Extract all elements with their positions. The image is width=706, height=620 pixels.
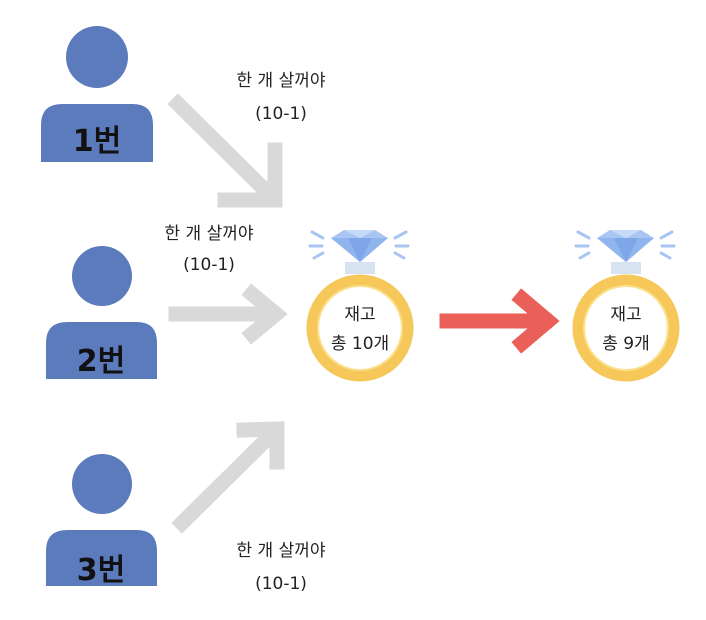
request-quantity: (10-1) [255, 104, 307, 124]
arrow-user3-to-stock [171, 421, 285, 534]
user-label: 1번 [73, 124, 121, 159]
request-text: 한 개 살꺼야 [236, 541, 325, 561]
ring-stock-before: 재고 총 10개 [306, 230, 414, 382]
request-note-1: 한 개 살꺼야 (10-1) [236, 71, 325, 124]
request-text: 한 개 살꺼야 [236, 71, 325, 91]
user-1: 1번 [41, 26, 153, 162]
request-note-2: 한 개 살꺼야 (10-1) [164, 224, 253, 275]
stock-label: 재고 [344, 305, 375, 325]
request-quantity: (10-1) [183, 255, 235, 275]
stock-count: 총 10개 [331, 334, 389, 354]
sparkle-icon [574, 230, 676, 260]
stock-count: 총 9개 [602, 334, 650, 354]
arrow-stock-update [439, 288, 560, 354]
person-icon [46, 246, 157, 379]
request-text: 한 개 살꺼야 [164, 224, 253, 244]
user-label: 3번 [77, 553, 125, 588]
request-quantity: (10-1) [255, 574, 307, 594]
ring-stock-after: 재고 총 9개 [572, 230, 680, 382]
request-note-3: 한 개 살꺼야 (10-1) [236, 541, 325, 594]
arrow-user2-to-stock [168, 283, 288, 345]
stock-label: 재고 [610, 305, 641, 325]
person-icon [41, 26, 153, 162]
diamond-ring-icon [306, 230, 414, 382]
arrow-user1-to-stock [167, 93, 283, 208]
user-2: 2번 [46, 246, 157, 379]
sparkle-icon [308, 230, 410, 260]
user-label: 2번 [77, 344, 125, 379]
user-3: 3번 [46, 454, 157, 588]
person-icon [46, 454, 157, 586]
diamond-ring-icon [572, 230, 680, 382]
